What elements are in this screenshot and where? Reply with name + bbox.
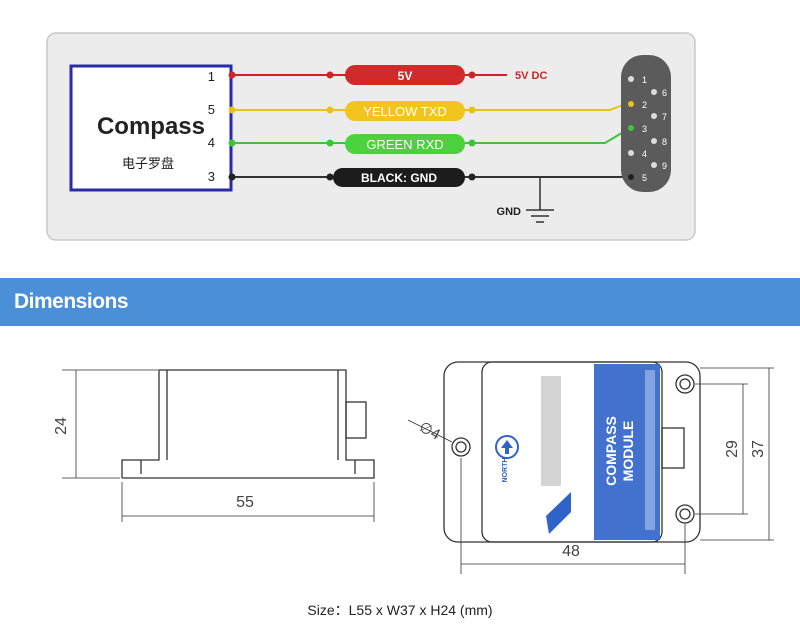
side-view <box>62 369 375 522</box>
hole-diameter-label: ∅4 <box>416 419 443 444</box>
db9-connector <box>621 55 671 192</box>
top-view <box>407 361 774 574</box>
top-view-connector <box>661 427 685 469</box>
mount-hole <box>675 504 695 524</box>
wire-dot <box>326 106 334 114</box>
db9-pin-label: 5 <box>642 173 647 183</box>
module-text-1: COMPASS <box>603 416 619 486</box>
module-label-strip <box>594 364 660 540</box>
db9-pin-hole <box>651 162 657 168</box>
blurred-logo <box>541 376 561 486</box>
db9-pin-label: 3 <box>642 124 647 134</box>
north-label: NORTH <box>502 458 509 483</box>
db9-pins-right: 6 7 8 9 <box>651 88 667 171</box>
db9-pin-hole <box>651 138 657 144</box>
side-view-outline <box>121 369 375 479</box>
db9-pin-label: 6 <box>662 88 667 98</box>
north-arrow-icon-glyph <box>501 440 513 454</box>
pin-dot-4 <box>228 139 236 147</box>
db9-pin-label: 8 <box>662 137 667 147</box>
wire-dot <box>468 173 476 181</box>
dimension-drawings: 24 55 NORTH COMPASS MODULE ∅4 29 37 48 <box>53 361 774 574</box>
pin-dot-3 <box>228 173 236 181</box>
side-view-connector <box>345 401 367 439</box>
supply-label: 5V DC <box>515 70 547 82</box>
db9-pin-label: 1 <box>642 75 647 85</box>
mount-hole-inner <box>679 378 691 390</box>
db9-pin-hole <box>651 113 657 119</box>
mount-hole-inner <box>455 441 467 453</box>
mount-hole-inner <box>679 508 691 520</box>
dim-height-label: 24 <box>53 417 70 435</box>
dim-inner-label: 29 <box>724 440 741 458</box>
label-5v: 5V <box>398 69 413 83</box>
db9-pin-hole <box>628 174 634 180</box>
module-title: Compass <box>97 113 205 140</box>
module-subtitle: 电子罗盘 <box>122 156 174 172</box>
db9-pin-hole <box>651 89 657 95</box>
module-text-2: MODULE <box>620 421 636 482</box>
wire-dot <box>326 173 334 181</box>
db9-pin-hole <box>628 76 634 82</box>
dim-length-label: 55 <box>236 494 254 511</box>
db9-pin-label: 2 <box>642 100 647 110</box>
gnd-label: GND <box>497 206 522 218</box>
pin-number-5: 5 <box>208 102 215 117</box>
pin-number-4: 4 <box>208 135 215 150</box>
brand-logo <box>546 492 571 534</box>
label-pill-gnd <box>333 168 465 187</box>
wire-dot <box>468 139 476 147</box>
db9-pin-hole <box>628 101 634 107</box>
label-pill-5v <box>345 65 465 85</box>
size-text: Size：L55 x W37 x H24 (mm) <box>307 602 493 618</box>
label-pill-txd <box>345 101 465 121</box>
mount-hole <box>675 374 695 394</box>
wire-dot <box>326 71 334 79</box>
db9-pin-hole <box>628 125 634 131</box>
label-pill-rxd <box>345 134 465 154</box>
mount-hole <box>451 437 471 457</box>
db9-pin-hole <box>628 150 634 156</box>
section-banner: Dimensions <box>0 278 800 326</box>
pin-number-1: 1 <box>208 69 215 84</box>
dim-outer-label: 37 <box>750 440 767 458</box>
blurred-url <box>645 370 655 530</box>
compass-module-box <box>69 64 233 192</box>
db9-pin-label: 9 <box>662 161 667 171</box>
pin-dot-1 <box>228 71 236 79</box>
wiring-diagram: Compass 电子罗盘 GND 1 5 4 3 5V YELLOW TXD G… <box>46 32 696 241</box>
label-gnd: BLACK: GND <box>361 171 437 185</box>
hole-leader-line <box>407 419 453 443</box>
label-rxd: GREEN RXD <box>366 137 443 152</box>
wire-dot <box>468 106 476 114</box>
db9-pin-label: 7 <box>662 112 667 122</box>
pin-dot-5 <box>228 106 236 114</box>
north-arrow-icon <box>495 435 519 459</box>
db9-pins-left: 1 2 3 4 5 <box>628 75 647 183</box>
wire-dot <box>468 71 476 79</box>
wire-dot <box>326 139 334 147</box>
db9-pin-label: 4 <box>642 149 647 159</box>
label-txd: YELLOW TXD <box>363 104 447 119</box>
pin-number-3: 3 <box>208 169 215 184</box>
section-title: Dimensions <box>14 290 129 313</box>
dim-width-label: 48 <box>562 543 580 560</box>
